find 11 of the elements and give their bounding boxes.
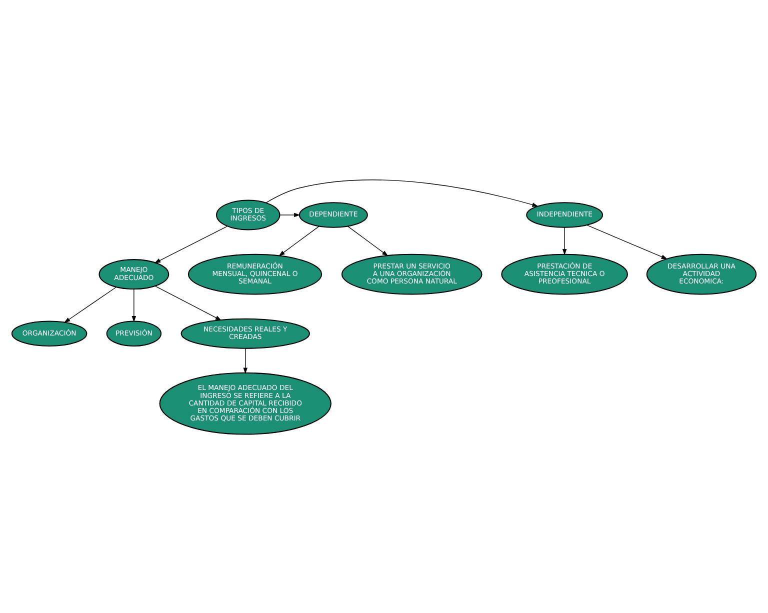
arrow bbox=[154, 225, 228, 263]
arrow bbox=[562, 226, 567, 255]
arrow bbox=[243, 348, 248, 374]
arrow bbox=[154, 285, 222, 320]
arrow bbox=[586, 224, 668, 259]
arrow bbox=[278, 225, 320, 256]
arrow bbox=[266, 179, 538, 206]
arrow bbox=[347, 225, 388, 256]
arrow bbox=[279, 212, 300, 217]
arrow bbox=[64, 286, 117, 322]
arrow bbox=[132, 288, 136, 322]
